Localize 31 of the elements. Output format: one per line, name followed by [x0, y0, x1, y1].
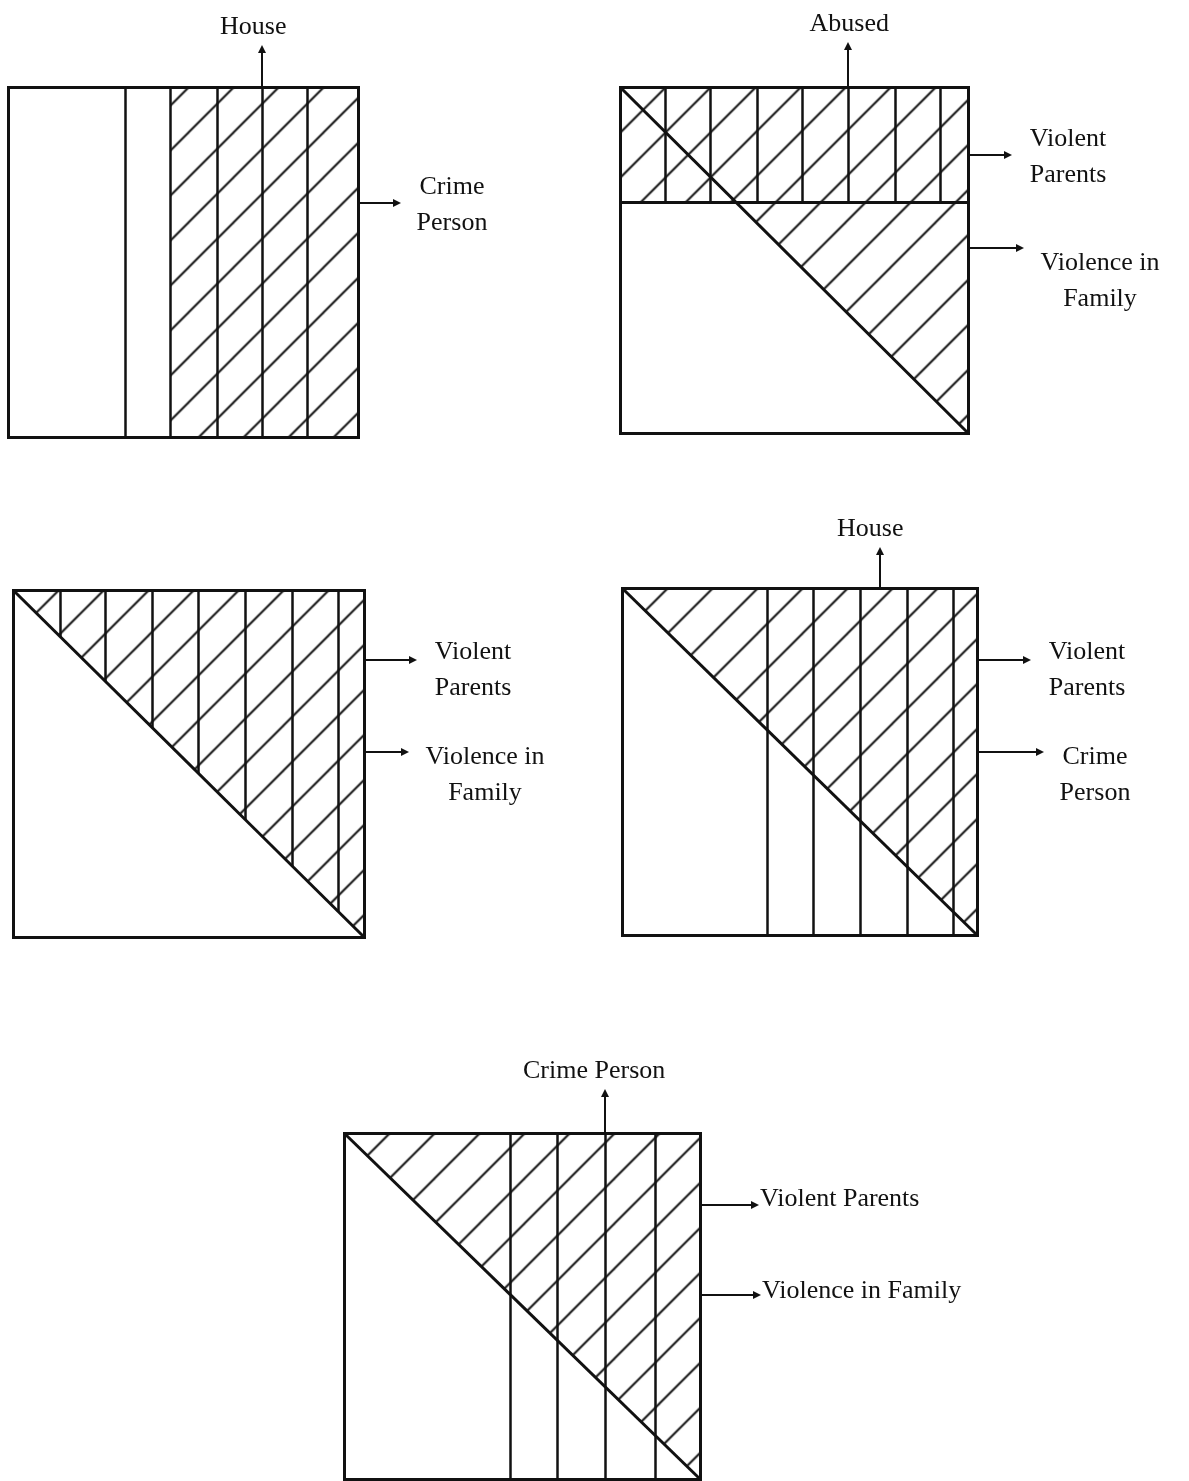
arrow — [976, 748, 1044, 756]
category-label: Crime Person — [402, 168, 502, 240]
category-label: Crime Person — [523, 1052, 666, 1088]
arrow — [357, 199, 401, 207]
arrow — [363, 748, 409, 756]
category-label: Violent Parents — [1013, 120, 1123, 192]
category-label: Violent Parents — [1032, 633, 1142, 705]
arrow — [967, 244, 1024, 252]
hatched-square — [618, 85, 970, 435]
arrow — [876, 547, 884, 589]
category-label: Violence in Family — [1025, 244, 1175, 316]
category-label: Violence in Family — [762, 1272, 962, 1308]
arrow — [699, 1291, 761, 1299]
arrow — [844, 42, 852, 88]
category-label: Crime Person — [1045, 738, 1145, 810]
hatched-square — [6, 85, 360, 439]
hatched-square — [342, 1131, 702, 1481]
category-label: House — [837, 510, 904, 546]
category-label: Violent Parents — [418, 633, 528, 705]
category-label: Abused — [809, 5, 889, 41]
category-label: Violent Parents — [760, 1180, 920, 1216]
arrow — [967, 151, 1012, 159]
arrow — [258, 45, 266, 88]
hatched-square — [11, 588, 366, 939]
arrow — [976, 656, 1031, 664]
category-label: Violence in Family — [410, 738, 560, 810]
arrow — [363, 656, 417, 664]
arrow — [699, 1201, 759, 1209]
hatched-square — [620, 586, 979, 937]
arrow — [601, 1089, 609, 1134]
category-label: House — [220, 8, 287, 44]
